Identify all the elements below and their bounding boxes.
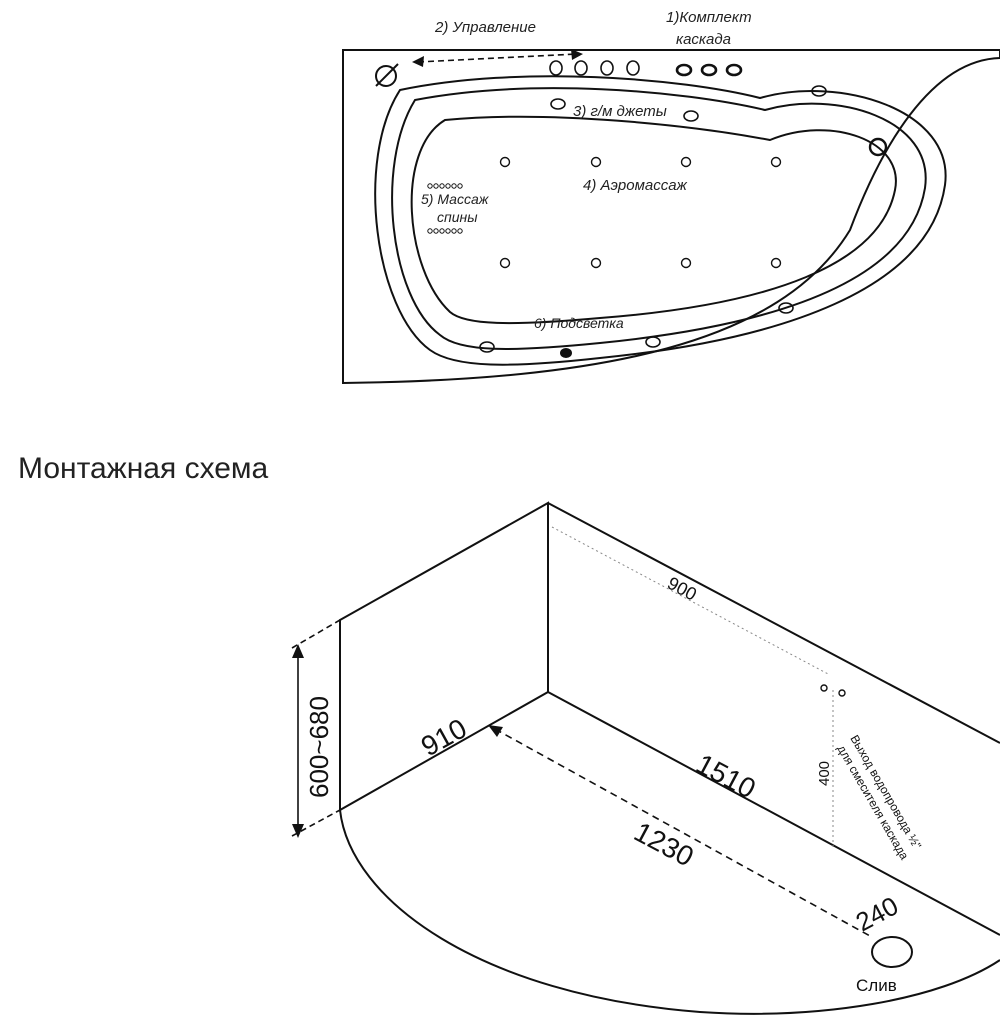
control-button (626, 60, 640, 76)
back-massage-nozzles (427, 183, 463, 234)
cascade-nozzle (700, 63, 718, 77)
water-outlet-right (838, 689, 846, 697)
back-massage-label-line1: 5) Массаж (421, 191, 490, 207)
air-nozzle (590, 257, 602, 269)
lighting-lamp (560, 348, 572, 358)
control-button (600, 60, 614, 76)
drain-label: Слив (856, 976, 897, 995)
drain-icon (871, 936, 913, 968)
hydro-jet (683, 110, 699, 122)
hydro-jet (645, 336, 661, 348)
wall-900-dimension (551, 526, 834, 850)
hydro-jets (479, 85, 827, 353)
aeromassage-nozzles (499, 156, 782, 269)
air-nozzle (590, 156, 602, 168)
controls-label: 2) Управление (434, 19, 536, 36)
air-nozzle (499, 257, 511, 269)
height-dim-label: 600~680 (304, 696, 334, 798)
air-nozzle (499, 156, 511, 168)
water-outlet-left (820, 684, 828, 692)
hydro-jet (479, 341, 495, 353)
short-side-dim-label: 910 (416, 712, 472, 762)
drain-offset-dim-label: 240 (851, 890, 903, 937)
cascade-label-line2: каскада (676, 31, 731, 48)
air-nozzle (770, 257, 782, 269)
air-nozzle (680, 257, 692, 269)
air-nozzle (770, 156, 782, 168)
control-panel-icon (375, 63, 399, 87)
hydro-jets-label: 3) г/м джеты (573, 103, 667, 120)
section-title: Монтажная схема (18, 452, 269, 485)
tub-front-edge (339, 809, 1000, 1015)
back-wall (547, 502, 1000, 936)
outlet-height-dim-label: 400 (816, 761, 833, 786)
hydro-jet (778, 302, 794, 314)
installation-scheme (291, 501, 1000, 1015)
cascade-nozzle (675, 63, 693, 77)
inner-dim-label: 1230 (629, 816, 699, 873)
length-dim-label: 1510 (691, 748, 761, 805)
bathtub-inner-contour (410, 115, 897, 325)
bathtub-rim (342, 49, 1000, 385)
cascade-set (675, 63, 743, 77)
controls-arrow (412, 49, 583, 67)
long-wall-dim-label: 900 (664, 573, 700, 605)
control-button (574, 60, 588, 76)
overflow-drain (868, 137, 888, 157)
lighting-label: 6) Подсветка (534, 315, 624, 331)
back-massage-label-line2: спины (437, 209, 478, 225)
hydro-jet (811, 85, 827, 97)
cascade-nozzle (725, 63, 743, 77)
aeromassage-label: 4) Аэромассаж (583, 177, 688, 194)
control-buttons (549, 60, 640, 76)
hydro-jet (550, 98, 566, 110)
bathtub-middle-contour (391, 87, 927, 350)
bathtub-top-view (342, 49, 1000, 385)
air-nozzle (680, 156, 692, 168)
height-dimension (291, 619, 341, 838)
length-1230-dimension (488, 725, 871, 937)
cascade-label-line1: 1)Комплект (666, 9, 752, 26)
left-wall (339, 501, 549, 812)
control-button (549, 60, 563, 76)
bathtub-outer-contour (374, 75, 947, 366)
